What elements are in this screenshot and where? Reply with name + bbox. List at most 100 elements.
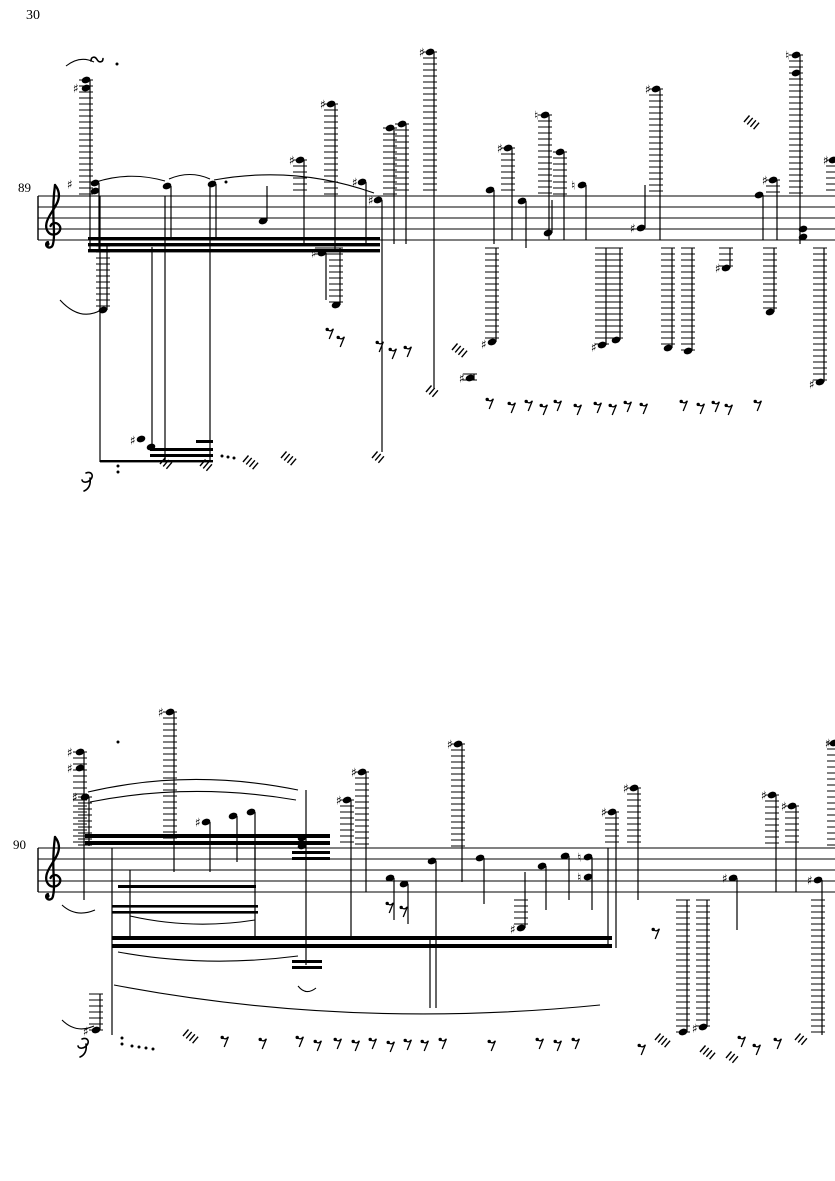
rest-icon <box>755 400 763 412</box>
beam <box>112 944 612 948</box>
rest-icon <box>595 402 603 414</box>
tremolo-slash <box>248 459 256 468</box>
accidental-sharp-icon: ♯ <box>419 46 425 60</box>
rest-icon <box>641 403 649 415</box>
accidental-sharp-icon: ♯ <box>72 791 78 805</box>
notehead <box>258 217 268 225</box>
system-90: ♯♯♯♯♯♯♯♯♯♯♮♮♯♯♯♯♯♯♯♯ <box>37 706 835 1064</box>
accidental-sharp-icon: ♯ <box>825 737 831 751</box>
rest-icon <box>487 398 495 410</box>
treble-clef-stroke <box>51 835 57 898</box>
rest-icon <box>297 1036 305 1048</box>
notehead <box>465 374 475 382</box>
rest-icon <box>698 403 706 415</box>
tremolo-slash-group <box>743 115 760 130</box>
tremolo-slash <box>242 455 250 463</box>
slur <box>95 175 166 183</box>
tremolo-slash <box>377 455 385 464</box>
notehead <box>75 748 85 756</box>
accidental-sharp-icon: ♯ <box>809 378 815 392</box>
beam <box>112 905 258 908</box>
accidental-natural-icon: ♮ <box>577 851 581 865</box>
dot <box>120 1042 124 1046</box>
tremolo-slash-group <box>654 1033 671 1048</box>
beam <box>196 440 213 443</box>
tremolo-slash <box>705 1049 713 1058</box>
notehead <box>607 808 617 816</box>
notehead <box>636 224 646 232</box>
treble-clef-icon <box>44 183 62 249</box>
beam <box>88 249 380 253</box>
accidental-sharp-icon: ♯ <box>336 794 342 808</box>
tremolo-slash <box>457 347 465 356</box>
notehead <box>207 180 217 188</box>
accidental-natural-icon: ♮ <box>785 49 789 63</box>
accidental-sharp-icon: ♯ <box>601 806 607 820</box>
rest-icon <box>387 902 395 914</box>
notehead <box>80 793 90 801</box>
flourish-ornament-icon <box>81 471 93 492</box>
slur <box>168 173 211 180</box>
tremolo-slash <box>702 1047 710 1055</box>
accidental-sharp-icon: ♯ <box>368 194 374 208</box>
rest-icon <box>405 1039 413 1051</box>
tremolo-slash <box>654 1033 662 1041</box>
rest-icon <box>315 1040 323 1052</box>
treble-clef-stroke <box>45 183 62 236</box>
notehead <box>829 739 835 747</box>
rest-icon <box>405 346 413 358</box>
notehead <box>297 834 307 842</box>
dot <box>116 740 120 744</box>
accidental-sharp-icon: ♯ <box>807 874 813 888</box>
accidental-sharp-icon: ♯ <box>351 766 357 780</box>
accidental-sharp-icon: ♯ <box>497 142 503 156</box>
notehead <box>543 229 553 237</box>
rest-icon <box>489 1040 497 1052</box>
notehead <box>295 156 305 164</box>
accidental-sharp-icon: ♯ <box>289 154 295 168</box>
rest-icon <box>353 1040 361 1052</box>
notehead <box>503 144 513 152</box>
treble-clef-stroke <box>51 183 57 246</box>
notehead <box>90 187 100 195</box>
beam <box>112 911 258 914</box>
rest-icon <box>575 404 583 416</box>
rest-icon <box>390 348 398 360</box>
tremolo-slash <box>664 1040 671 1048</box>
dot <box>137 1045 141 1049</box>
rest-icon <box>754 1044 762 1056</box>
tremolo-slash <box>165 461 173 470</box>
notehead <box>678 1028 688 1036</box>
accidental-sharp-icon: ♯ <box>762 174 768 188</box>
tremolo-slash <box>800 1037 808 1046</box>
notehead <box>683 347 693 355</box>
tremolo-slash <box>202 461 210 469</box>
notehead <box>828 156 835 164</box>
tremolo-slash <box>371 451 379 459</box>
accidental-sharp-icon: ♯ <box>130 434 136 448</box>
rest-icon <box>401 906 409 918</box>
rest-icon <box>639 1044 647 1056</box>
tremolo-slash <box>280 451 288 459</box>
notehead <box>787 802 797 810</box>
notehead <box>698 1023 708 1031</box>
beam <box>85 834 330 838</box>
notehead <box>815 378 825 386</box>
tremolo-slash-group <box>699 1045 716 1060</box>
notehead <box>165 708 175 716</box>
accidental-natural-icon: ♮ <box>577 871 581 885</box>
beam <box>85 841 330 845</box>
turn-ornament-icon <box>90 56 104 63</box>
accidental-sharp-icon: ♯ <box>481 338 487 352</box>
accidental-sharp-icon: ♯ <box>73 82 79 96</box>
rest-icon <box>681 400 689 412</box>
notehead <box>425 48 435 56</box>
notehead <box>487 338 497 346</box>
notehead <box>560 852 570 860</box>
notehead <box>399 880 409 888</box>
tremolo-slash <box>431 389 439 398</box>
notehead <box>331 301 341 309</box>
notehead <box>81 76 91 84</box>
rest-icon <box>573 1038 581 1050</box>
notehead <box>162 182 172 190</box>
